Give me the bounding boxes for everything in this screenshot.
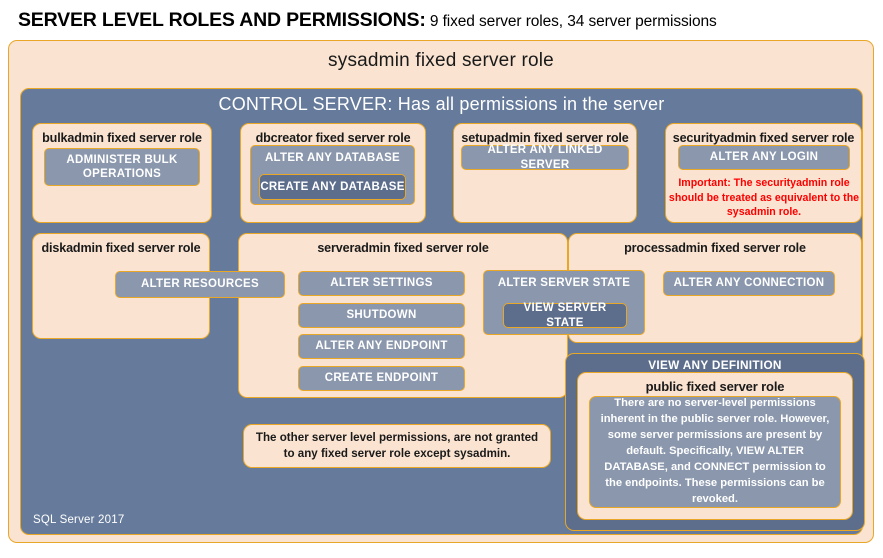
page-title-subtitle: 9 fixed server roles, 34 server permissi… (425, 13, 717, 30)
permission-shutdown[interactable]: SHUTDOWN (298, 303, 465, 328)
permission-create-any-database[interactable]: CREATE ANY DATABASE (259, 174, 406, 200)
permission-alter-server-state-label: ALTER SERVER STATE (497, 277, 631, 289)
securityadmin-warning-text: Important: The securityadmin role should… (668, 177, 860, 219)
role-label-setupadmin: setupadmin fixed server role (461, 131, 629, 145)
role-label-bulkadmin: bulkadmin fixed server role (42, 131, 202, 145)
other-permissions-note: The other server level permissions, are … (243, 424, 551, 468)
permission-alter-resources[interactable]: ALTER RESOURCES (115, 271, 285, 298)
role-card-securityadmin: securityadmin fixed server role (665, 123, 862, 223)
permission-view-any-definition-label: VIEW ANY DEFINITION (648, 358, 782, 372)
role-label-public: public fixed server role (645, 379, 785, 394)
role-label-serveradmin: serveradmin fixed server role (317, 241, 489, 255)
permission-administer-bulk-operations[interactable]: ADMINISTER BULK OPERATIONS (44, 148, 200, 186)
permission-alter-any-connection[interactable]: ALTER ANY CONNECTION (663, 271, 835, 296)
role-label-processadmin: processadmin fixed server role (624, 241, 806, 255)
watermark-label: SQL Server 2017 (33, 514, 125, 526)
page-title-strong: SERVER LEVEL ROLES AND PERMISSIONS: (18, 9, 426, 31)
role-label-dbcreator: dbcreator fixed server role (255, 131, 411, 145)
permission-alter-any-login[interactable]: ALTER ANY LOGIN (678, 145, 850, 170)
public-role-note: There are no server-level permissions in… (589, 396, 841, 508)
permission-alter-settings[interactable]: ALTER SETTINGS (298, 271, 465, 296)
sysadmin-role-label: sysadmin fixed server role (328, 50, 554, 71)
permission-view-server-state[interactable]: VIEW SERVER STATE (503, 302, 627, 329)
permission-create-endpoint[interactable]: CREATE ENDPOINT (298, 366, 465, 391)
permission-alter-any-database-label: ALTER ANY DATABASE (264, 152, 401, 164)
role-label-diskadmin: diskadmin fixed server role (41, 241, 201, 255)
permission-alter-any-endpoint[interactable]: ALTER ANY ENDPOINT (298, 334, 465, 359)
permission-alter-any-linked-server[interactable]: ALTER ANY LINKED SERVER (461, 144, 629, 171)
control-server-label: CONTROL SERVER: Has all permissions in t… (218, 94, 665, 114)
role-label-securityadmin: securityadmin fixed server role (672, 131, 855, 145)
page-title: SERVER LEVEL ROLES AND PERMISSIONS: 9 fi… (18, 9, 868, 35)
role-card-setupadmin: setupadmin fixed server role (453, 123, 637, 223)
